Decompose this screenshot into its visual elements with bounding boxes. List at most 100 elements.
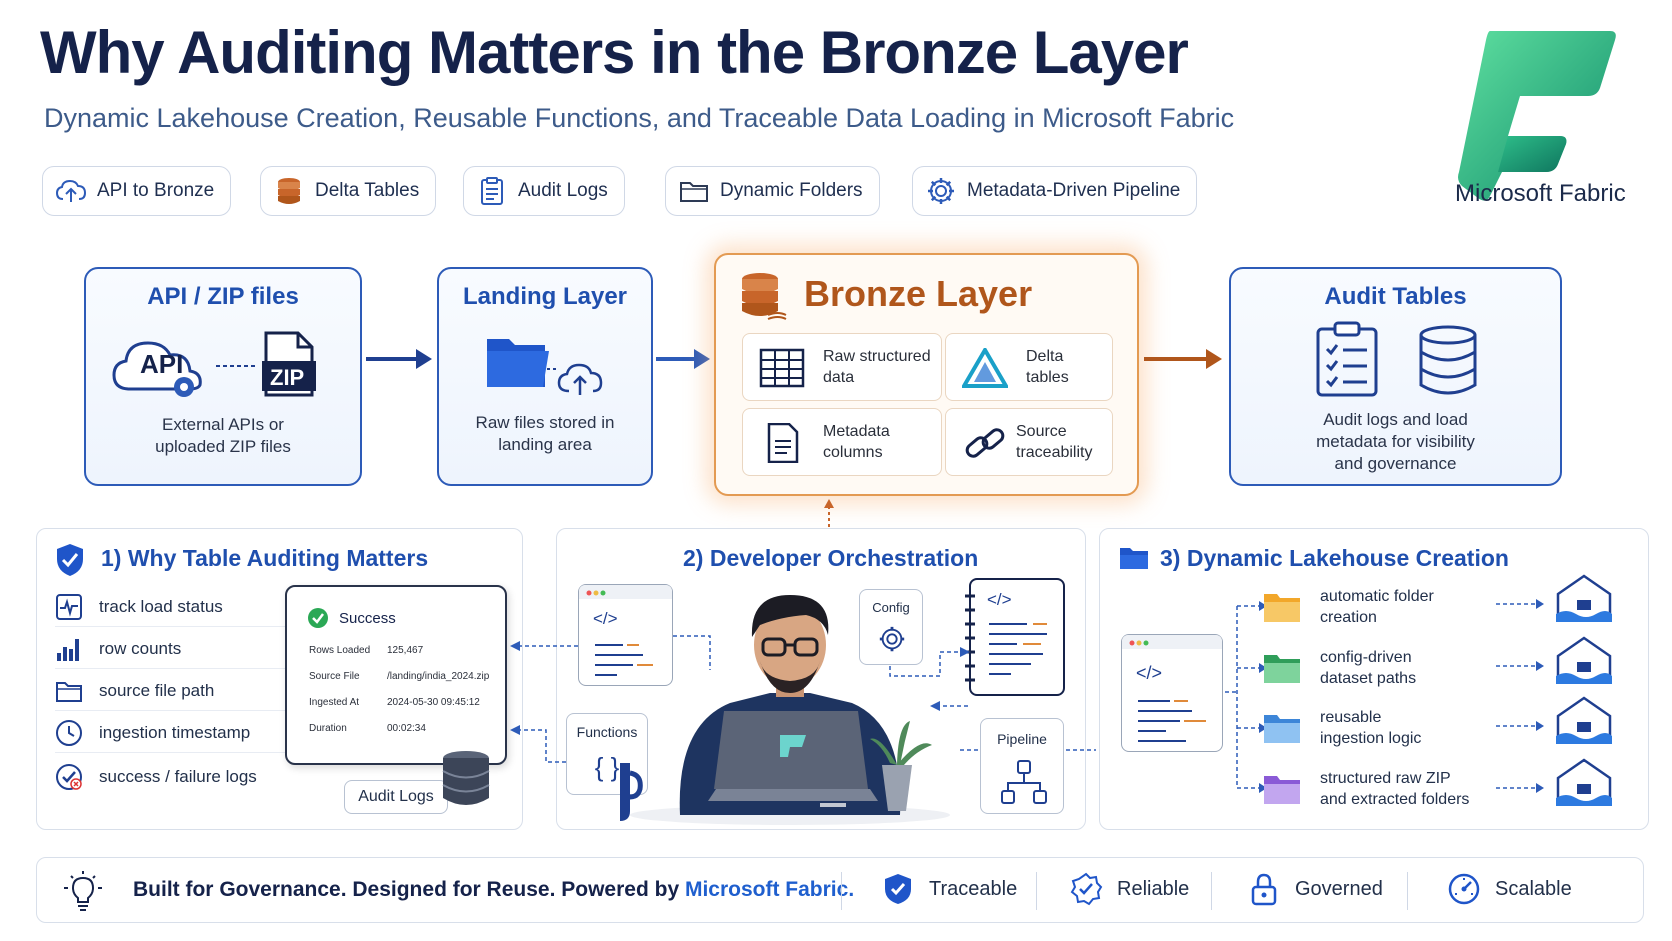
audit-desc-3: and governance	[1334, 454, 1457, 473]
page-title: Why Auditing Matters in the Bronze Layer	[40, 19, 1189, 86]
functions-label: Functions	[576, 724, 638, 740]
bronze-cell-delta-tables: Delta tables	[945, 333, 1113, 401]
landing-desc-1: Raw files stored in	[475, 413, 615, 432]
footer-item-label: Governed	[1295, 877, 1383, 900]
bronze-title: Bronze Layer	[804, 273, 1033, 314]
pipeline-label: Pipeline	[997, 731, 1047, 747]
lake-item-label: structured raw ZIP	[1320, 770, 1451, 787]
functions-card: Functions { }	[566, 713, 648, 795]
pill-dynamic-folders[interactable]: Dynamic Folders	[665, 166, 880, 216]
audit-item-ingestion-timestamp: ingestion timestamp	[55, 713, 295, 753]
folder-yellow-icon	[1264, 594, 1300, 622]
pill-metadata-driven-pipeline[interactable]: Metadata-Driven Pipeline	[912, 166, 1198, 216]
audit-item-label: success / failure logs	[99, 767, 257, 786]
lakehouse-icon	[1556, 636, 1612, 684]
source-desc-1: External APIs or	[162, 415, 284, 434]
folder-upload-icon	[487, 339, 603, 395]
arrow-right-icon	[1144, 349, 1222, 369]
cell-line: data	[823, 369, 855, 386]
pill-label: API to Bronze	[97, 180, 215, 201]
audit-item-row-counts: row counts	[55, 629, 295, 669]
lake-item-config-driven: config-driven dataset paths	[1262, 647, 1512, 689]
pulse-icon	[56, 593, 82, 620]
landing-box: Landing Layer Raw files stored in landin…	[437, 267, 653, 486]
zip-label: ZIP	[270, 365, 305, 390]
clock-icon	[56, 719, 82, 746]
logo-text: Microsoft Fabric	[1455, 180, 1626, 207]
code-lines-icon	[989, 623, 1047, 675]
pill-label: Delta Tables	[315, 180, 420, 201]
footer-tagline: Built for Governance. Designed for Reuse…	[133, 878, 855, 901]
lakehouse-icon	[1556, 758, 1612, 806]
table-grid-icon	[759, 348, 805, 388]
dotted-connector	[216, 365, 256, 367]
lock-icon	[1251, 873, 1277, 906]
status-text: Success	[339, 610, 396, 627]
audit-tables-box: Audit Tables Audit logs and load metadat…	[1229, 267, 1562, 486]
arrow-right-icon	[656, 349, 710, 369]
code-editor-card: </>	[1121, 634, 1223, 752]
folder-icon	[1120, 548, 1148, 569]
card-row: Source File/landing/india_2024.zip	[309, 671, 490, 682]
lakehouse-icon	[1556, 574, 1612, 622]
folder-purple-icon	[1264, 776, 1300, 804]
lake-item-label: creation	[1320, 609, 1377, 626]
cell-line: columns	[823, 444, 883, 461]
lake-item-label: and extracted folders	[1320, 791, 1470, 808]
pill-api-to-bronze[interactable]: API to Bronze	[42, 166, 232, 216]
lightbulb-icon	[64, 871, 102, 911]
footer-item-label: Scalable	[1495, 877, 1572, 900]
pill-audit-logs[interactable]: Audit Logs	[463, 166, 625, 216]
tree-connectors	[1225, 601, 1267, 793]
cell-line: traceability	[1016, 444, 1093, 461]
panel-table-auditing: 1) Why Table Auditing Matters track load…	[36, 528, 523, 830]
folder-blue-icon	[1264, 715, 1300, 743]
lake-item-label: dataset paths	[1320, 670, 1417, 687]
panel2-title: 2) Developer Orchestration	[683, 545, 979, 571]
cell-line: Source	[1016, 423, 1067, 440]
audit-item-load-status: track load status	[55, 587, 295, 627]
pipeline-card: Pipeline	[980, 718, 1064, 814]
panel1-title: 1) Why Table Auditing Matters	[101, 545, 429, 571]
audit-item-label: track load status	[99, 596, 223, 616]
pill-label: Dynamic Folders	[720, 180, 863, 201]
audit-item-label: row counts	[99, 638, 182, 658]
audit-desc-1: Audit logs and load	[1323, 410, 1468, 429]
audit-item-source-file-path: source file path	[55, 671, 295, 711]
config-label: Config	[872, 600, 910, 615]
folder-green-icon	[1264, 655, 1300, 683]
lake-item-label: config-driven	[1320, 649, 1412, 666]
database-stack-icon	[742, 273, 787, 320]
lake-item-label: automatic folder	[1320, 588, 1434, 605]
pill-delta-tables[interactable]: Delta Tables	[260, 166, 437, 216]
folder-icon	[56, 681, 82, 702]
footer-item-traceable: Traceable	[881, 872, 1017, 906]
arrow-right-icon	[366, 349, 432, 369]
pipeline-flow-icon	[1001, 760, 1047, 804]
lake-item-label: reusable	[1320, 709, 1382, 726]
checklist-icon	[1316, 321, 1378, 397]
pill-label: Metadata-Driven Pipeline	[967, 180, 1181, 201]
folder-icon	[680, 182, 708, 202]
api-label: API	[140, 349, 184, 379]
code-glyph: </>	[987, 590, 1012, 609]
microsoft-fabric-logo-icon	[1458, 31, 1616, 201]
code-glyph: </>	[593, 609, 618, 628]
dotted-up-arrow	[824, 499, 834, 540]
footer-item-label: Traceable	[929, 877, 1018, 900]
window-dots-icon	[1129, 640, 1149, 646]
link-icon	[965, 428, 1005, 458]
gear-icon	[928, 178, 954, 204]
audit-item-success-failure: success / failure logs	[55, 757, 295, 797]
audit-logs-tag: Audit Logs	[344, 780, 448, 814]
footer-bar: Built for Governance. Designed for Reuse…	[36, 857, 1644, 923]
source-box: API / ZIP files API ZIP External APIs or…	[84, 267, 362, 486]
lake-item-structured-raw-zip: structured raw ZIP and extracted folders	[1262, 768, 1512, 810]
audit-item-label: source file path	[99, 680, 215, 700]
bronze-cell-source-traceability: Source traceability	[945, 408, 1113, 476]
delta-icon	[962, 348, 1008, 388]
